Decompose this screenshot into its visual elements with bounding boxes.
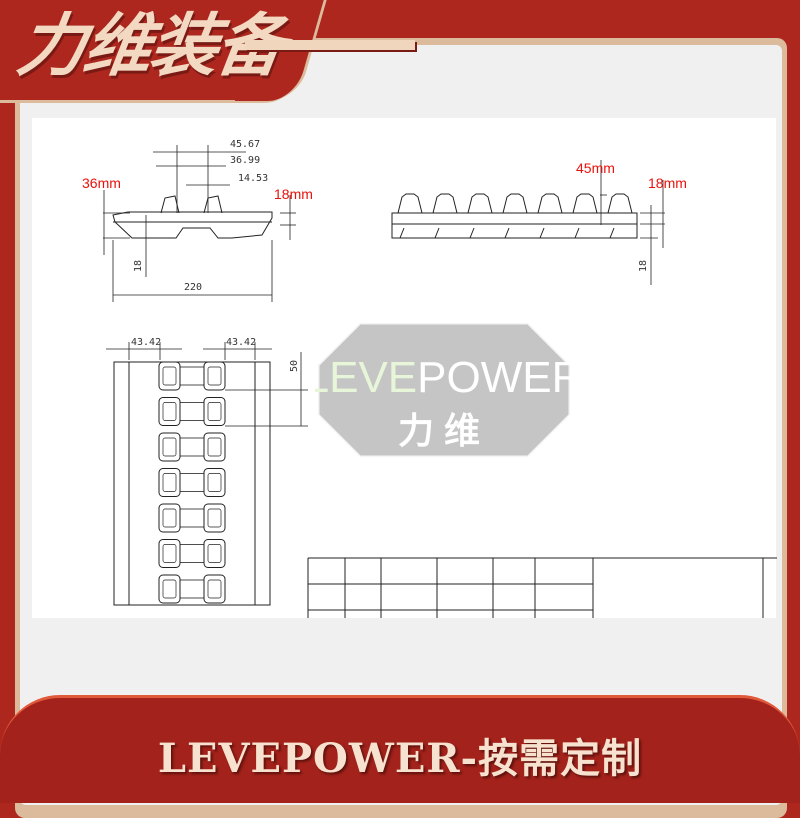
top-lug (158, 468, 181, 497)
height-annotation: 36mm (82, 175, 121, 191)
top-lug (203, 574, 226, 604)
top-lug (158, 503, 181, 533)
top-lug-inner (162, 366, 177, 386)
dim-base-18: 18 (133, 260, 144, 272)
top-lug-inner (162, 473, 177, 492)
top-lug-inner (162, 402, 177, 421)
lug-height-annotation: 45mm (576, 160, 615, 176)
banner-slogan: LEVEPOWER-按需定制 (157, 735, 643, 782)
lug-connector (179, 508, 205, 528)
side-lug (432, 193, 458, 214)
side-lug (397, 193, 423, 214)
bottom-banner: LEVEPOWER-按需定制 (0, 695, 800, 803)
front-view: 45.67 36.99 14.53 36mm 18mm 18 220 (82, 139, 313, 302)
side-lugs (397, 193, 633, 239)
lug-connector (179, 437, 205, 457)
top-lug (203, 432, 226, 462)
dim-pitch-50: 50 (289, 360, 300, 372)
lug-connector (179, 473, 205, 492)
top-lug-inner (162, 579, 177, 599)
watermark-cn: 力维 (398, 411, 490, 452)
top-dimension-lines (106, 342, 308, 427)
top-lug-inner (207, 437, 222, 457)
top-lug (158, 432, 181, 462)
dim-43-42-right: 43.42 (226, 337, 256, 348)
side-lug (572, 193, 598, 214)
dim-36-99: 36.99 (230, 155, 260, 166)
side-lug-rib (469, 227, 475, 239)
side-lug (537, 193, 563, 214)
dim-43-42-left: 43.42 (131, 337, 161, 348)
dim-width-220: 220 (184, 282, 202, 293)
top-lug-inner (207, 508, 222, 528)
top-lug (203, 503, 226, 533)
top-lug (203, 539, 226, 568)
thickness-annotation: 18mm (274, 186, 313, 202)
top-lug-inner (207, 402, 222, 421)
side-belt-outline (391, 212, 638, 239)
lug-connector (179, 579, 205, 599)
top-lug-inner (207, 544, 222, 563)
front-lug-left (160, 195, 180, 214)
side-lug (502, 193, 528, 214)
top-lug (203, 397, 226, 426)
dim-14-53: 14.53 (238, 173, 268, 184)
side-lug (607, 193, 633, 214)
header-tab: 力维装备 (0, 0, 415, 103)
side-lug-rib (504, 227, 510, 239)
top-lug (158, 539, 181, 568)
top-lug (203, 361, 226, 391)
top-lug (158, 574, 181, 604)
top-lug-inner (162, 437, 177, 457)
watermark-brand: LEVEPOWER (315, 353, 573, 402)
side-lug-rib (399, 227, 405, 239)
side-lug-rib (609, 227, 615, 239)
side-lug-rib (574, 227, 580, 239)
lug-connector (179, 544, 205, 563)
title-block-table (307, 557, 777, 618)
title-underline (245, 40, 415, 50)
side-view: 45mm 18mm 18 (391, 160, 687, 285)
top-lug-inner (207, 366, 222, 386)
top-lug (203, 468, 226, 497)
front-lug-right (203, 195, 223, 214)
side-dimension-lines (600, 160, 665, 285)
front-dimension-lines (103, 145, 296, 302)
top-lug (158, 361, 181, 391)
technical-drawing: 45.67 36.99 14.53 36mm 18mm 18 220 45mm … (82, 139, 777, 618)
top-lug (158, 397, 181, 426)
side-thickness-annotation: 18mm (648, 175, 687, 191)
lug-connector (179, 366, 205, 386)
top-lug-inner (162, 544, 177, 563)
dim-45-67: 45.67 (230, 139, 260, 150)
top-view: 43.42 43.42 50 (106, 337, 308, 606)
lug-connector (179, 402, 205, 421)
top-lug-inner (207, 579, 222, 599)
side-lug-rib (539, 227, 545, 239)
side-dim-base-18: 18 (638, 260, 649, 272)
top-belt-outline (113, 361, 271, 606)
top-lugs (158, 361, 226, 604)
front-belt-outline (112, 211, 273, 239)
side-lug-rib (434, 227, 440, 239)
top-lug-inner (162, 508, 177, 528)
side-lug (467, 193, 493, 214)
levepower-watermark: LEVEPOWER 力维 (315, 321, 573, 459)
top-lug-inner (207, 473, 222, 492)
